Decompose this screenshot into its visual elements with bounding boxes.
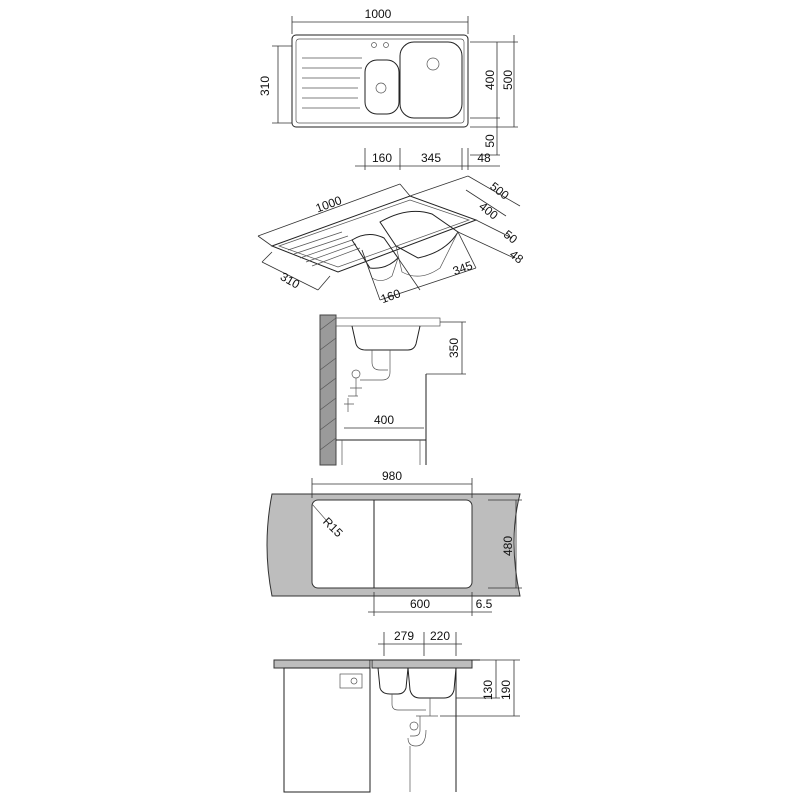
dim-a-label: 279 (394, 629, 414, 643)
small-bowl-drain (375, 82, 387, 94)
sink-outline (291, 34, 469, 128)
drainer-grooves (287, 231, 361, 267)
sink-rim (277, 199, 471, 268)
dim-depth-left-label: 310 (278, 269, 303, 291)
drainer-grooves (302, 57, 362, 109)
top-view: 1000 310 400 500 50 160 345 48 (258, 7, 518, 170)
dim-height-label: 350 (447, 338, 461, 358)
dim-depth-left-label: 310 (258, 76, 272, 96)
large-bowl-section (407, 667, 457, 699)
dim-bowl-width-label: 600 (410, 597, 430, 611)
dim-offset-label: 6.5 (476, 597, 493, 611)
cabinet-left (283, 667, 371, 793)
countertop (273, 659, 371, 669)
wall-hatching (319, 314, 337, 466)
large-bowl (379, 210, 459, 259)
countertop (335, 317, 441, 327)
small-bowl (364, 59, 400, 115)
dim-width-label: 1000 (314, 193, 344, 215)
dim-edge-offset-label: 50 (483, 134, 497, 148)
small-bowl-section (377, 667, 409, 695)
siphon-trap (407, 715, 438, 747)
dim-d-label: 190 (499, 680, 513, 700)
front-view: 279 220 130 190 (273, 629, 520, 793)
cutout-opening (311, 499, 473, 589)
dim-large-bowl-label: 345 (421, 151, 441, 165)
sink-bowl-section (351, 325, 421, 351)
dim-edge-right-label: 48 (507, 247, 526, 266)
dim-cutout-depth-label: 480 (501, 536, 515, 556)
iso-view: 1000 500 400 50 48 345 160 310 (257, 175, 526, 306)
tap-hole (371, 42, 377, 48)
sink-outline (270, 195, 478, 273)
sink-rim (295, 38, 465, 124)
large-bowl (399, 41, 463, 119)
tap-hole (383, 42, 389, 48)
side-view: 400 350 (319, 314, 466, 466)
dim-cutout-width-label: 980 (382, 469, 402, 483)
valve (344, 398, 354, 412)
dim-small-bowl-label: 160 (372, 151, 392, 165)
dim-bowl-depth-label: 400 (476, 199, 501, 223)
dim-edge-offset-label: 50 (501, 227, 520, 246)
dim-small-bowl-label: 160 (379, 286, 403, 306)
dim-b-label: 220 (430, 629, 450, 643)
radius-leader (311, 503, 327, 521)
dim-edge-right-label: 48 (477, 151, 491, 165)
large-bowl-drain (426, 57, 440, 71)
dim-bowl-depth-label: 400 (483, 70, 497, 90)
dim-c-label: 130 (481, 680, 495, 700)
appliance-knob (350, 677, 358, 685)
dim-width-label: 1000 (365, 7, 392, 21)
trap-fitting (351, 369, 361, 379)
trap-fitting (409, 721, 419, 731)
waste-pipe (391, 694, 431, 716)
cutout-view: R15 980 480 600 6.5 (266, 469, 522, 616)
dim-cabinet-width-label: 400 (374, 413, 394, 427)
wall-hatch-lines (319, 317, 337, 451)
countertop (371, 659, 473, 669)
dim-large-bowl-label: 345 (451, 258, 475, 278)
waste-pipe (360, 350, 391, 381)
dim-total-depth-label: 500 (501, 70, 515, 90)
trap-pipe (348, 378, 362, 397)
appliance-panel (339, 673, 363, 689)
large-bowl-side (395, 231, 459, 277)
